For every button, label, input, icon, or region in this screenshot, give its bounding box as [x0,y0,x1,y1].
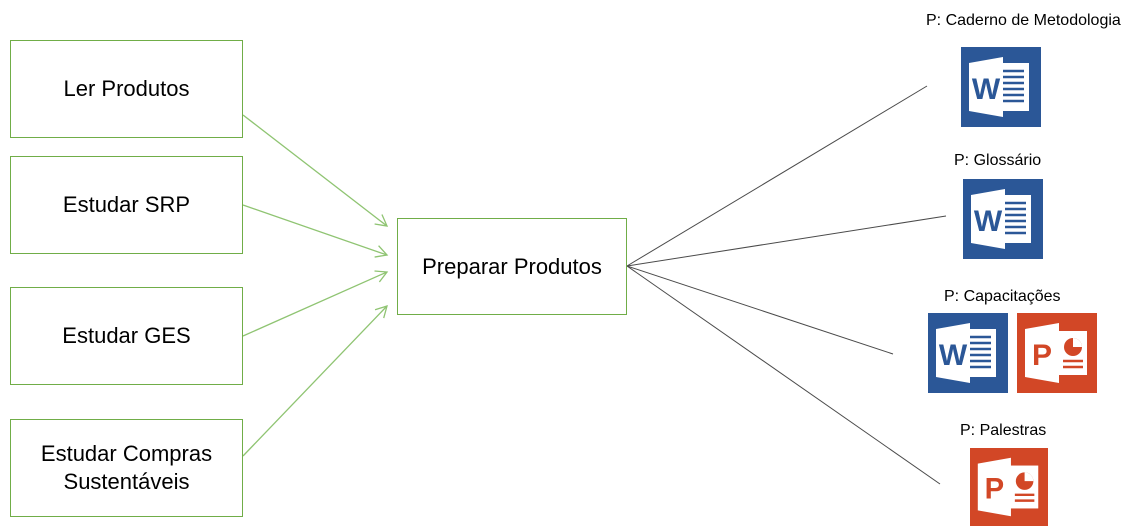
svg-text:W: W [939,339,968,372]
svg-text:P: P [1032,339,1052,372]
box-label: Ler Produtos [63,76,190,101]
output-label-capacitacoes: P: Capacitações [944,288,1061,305]
box-label: Estudar GES [62,323,191,348]
line-to-palestras [626,265,941,485]
line-to-glossario [626,215,947,267]
box-label-line1: Estudar Compras [40,441,213,466]
arrow-estudar-compras [242,305,388,457]
box-estudar-ges: Estudar GES [10,287,243,385]
arrow-estudar-ges [242,270,389,337]
box-label: Estudar SRP [62,192,191,217]
box-ler-produtos: Ler Produtos [10,40,243,138]
powerpoint-icon: P [970,448,1048,526]
svg-text:P: P [985,474,1005,506]
box-label-line2: Sustentáveis [63,469,190,494]
word-icon: W [963,179,1043,259]
box-label: Preparar Produtos [422,253,602,279]
svg-text:W: W [974,205,1003,238]
arrow-estudar-srp [242,204,389,258]
word-icon: W [961,47,1041,127]
line-to-capacitacoes [626,265,894,355]
word-icon: W [928,313,1008,393]
svg-text:W: W [972,73,1001,106]
line-to-caderno [626,85,928,267]
output-label-palestras: P: Palestras [960,422,1047,439]
arrow-ler-produtos [242,114,389,227]
box-estudar-compras: Estudar Compras Sustentáveis [10,419,243,517]
output-label-caderno: P: Caderno de Metodologia [926,12,1121,29]
output-label-glossario: P: Glossário [954,152,1042,169]
powerpoint-icon: P [1017,313,1097,393]
box-estudar-srp: Estudar SRP [10,156,243,254]
box-preparar-produtos: Preparar Produtos [397,218,627,315]
